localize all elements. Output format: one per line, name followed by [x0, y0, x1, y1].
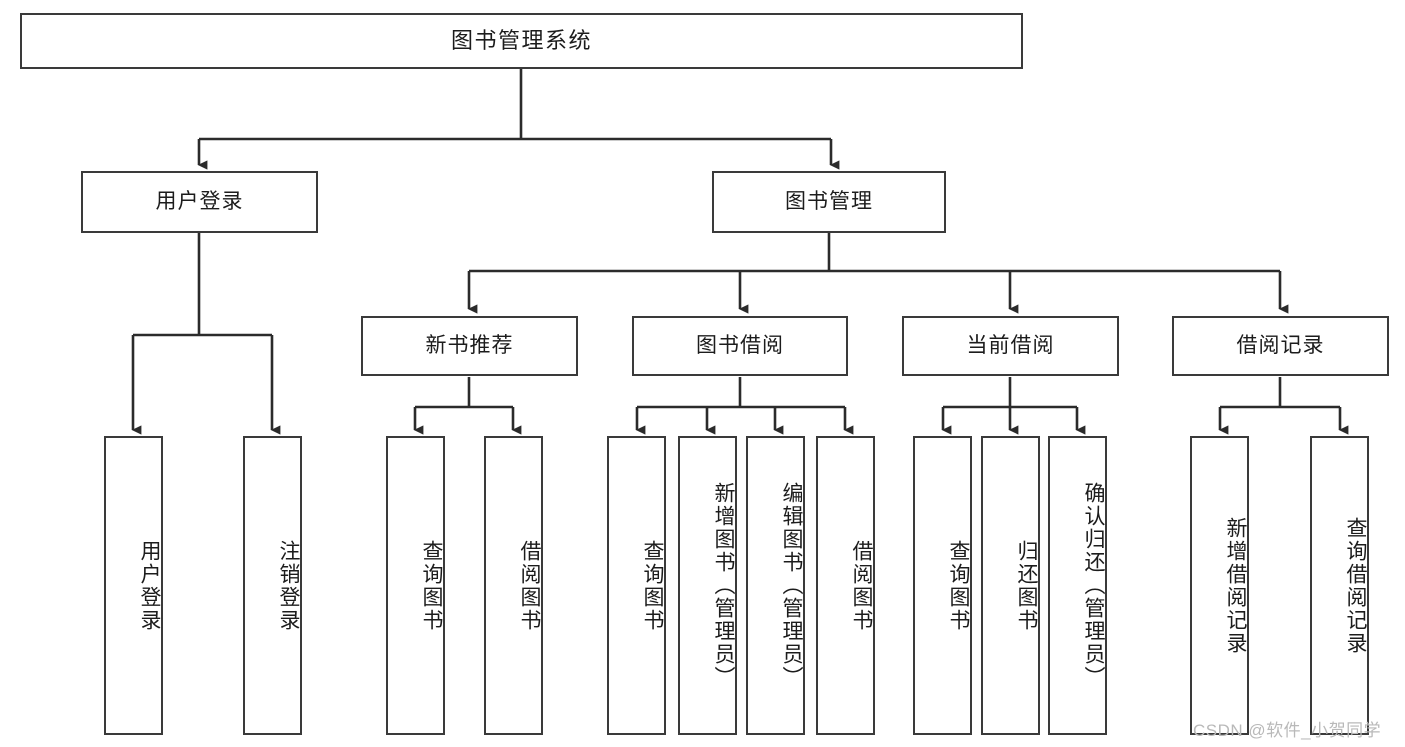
- node-label: 借阅记录: [1236, 333, 1325, 357]
- node-label: 用户登录: [155, 189, 244, 213]
- node-leaf-borrow-book-1[interactable]: 借阅图书: [484, 436, 543, 735]
- node-label: 注销登录: [277, 539, 300, 632]
- node-label: 当前借阅: [966, 333, 1055, 357]
- node-leaf-logout-login[interactable]: 注销登录: [243, 436, 302, 735]
- node-label: 查询图书: [641, 539, 664, 632]
- node-label: 图书管理系统: [450, 28, 592, 54]
- node-leaf-edit-book[interactable]: 编辑图书（管理员）: [746, 436, 805, 735]
- node-leaf-confirm-return[interactable]: 确认归还（管理员）: [1048, 436, 1107, 735]
- node-label: 借阅图书: [518, 539, 541, 632]
- node-label: 新增借阅记录: [1224, 516, 1247, 655]
- node-label: 查询图书: [420, 539, 443, 632]
- node-label: 图书管理: [785, 189, 873, 213]
- node-leaf-borrow-book-2[interactable]: 借阅图书: [816, 436, 875, 735]
- node-label: 查询借阅记录: [1344, 516, 1367, 655]
- node-label: 图书借阅: [696, 333, 784, 357]
- node-label: 归还图书: [1015, 539, 1038, 632]
- node-label: 借阅图书: [850, 539, 873, 632]
- node-leaf-add-record[interactable]: 新增借阅记录: [1190, 436, 1249, 735]
- node-label: 新增图书（管理员）: [712, 482, 735, 689]
- node-leaf-query-book-3[interactable]: 查询图书: [913, 436, 972, 735]
- node-label: 确认归还（管理员）: [1082, 482, 1105, 689]
- node-leaf-query-book-1[interactable]: 查询图书: [386, 436, 445, 735]
- node-current-borrow[interactable]: 当前借阅: [902, 316, 1119, 376]
- node-user-login[interactable]: 用户登录: [81, 171, 318, 233]
- node-label: 查询图书: [947, 539, 970, 632]
- node-root-system[interactable]: 图书管理系统: [20, 13, 1023, 69]
- node-label: 用户登录: [138, 539, 161, 632]
- node-leaf-query-book-2[interactable]: 查询图书: [607, 436, 666, 735]
- node-new-book-recommend[interactable]: 新书推荐: [361, 316, 578, 376]
- node-borrow-record[interactable]: 借阅记录: [1172, 316, 1389, 376]
- watermark-text: CSDN @软件_小贺同学: [1193, 721, 1382, 740]
- node-leaf-add-book[interactable]: 新增图书（管理员）: [678, 436, 737, 735]
- node-leaf-user-login[interactable]: 用户登录: [104, 436, 163, 735]
- node-label: 编辑图书（管理员）: [780, 482, 803, 689]
- node-book-manage[interactable]: 图书管理: [712, 171, 946, 233]
- node-book-borrow[interactable]: 图书借阅: [632, 316, 848, 376]
- node-label: 新书推荐: [425, 333, 514, 357]
- node-leaf-return-book[interactable]: 归还图书: [981, 436, 1040, 735]
- node-leaf-query-record[interactable]: 查询借阅记录: [1310, 436, 1369, 735]
